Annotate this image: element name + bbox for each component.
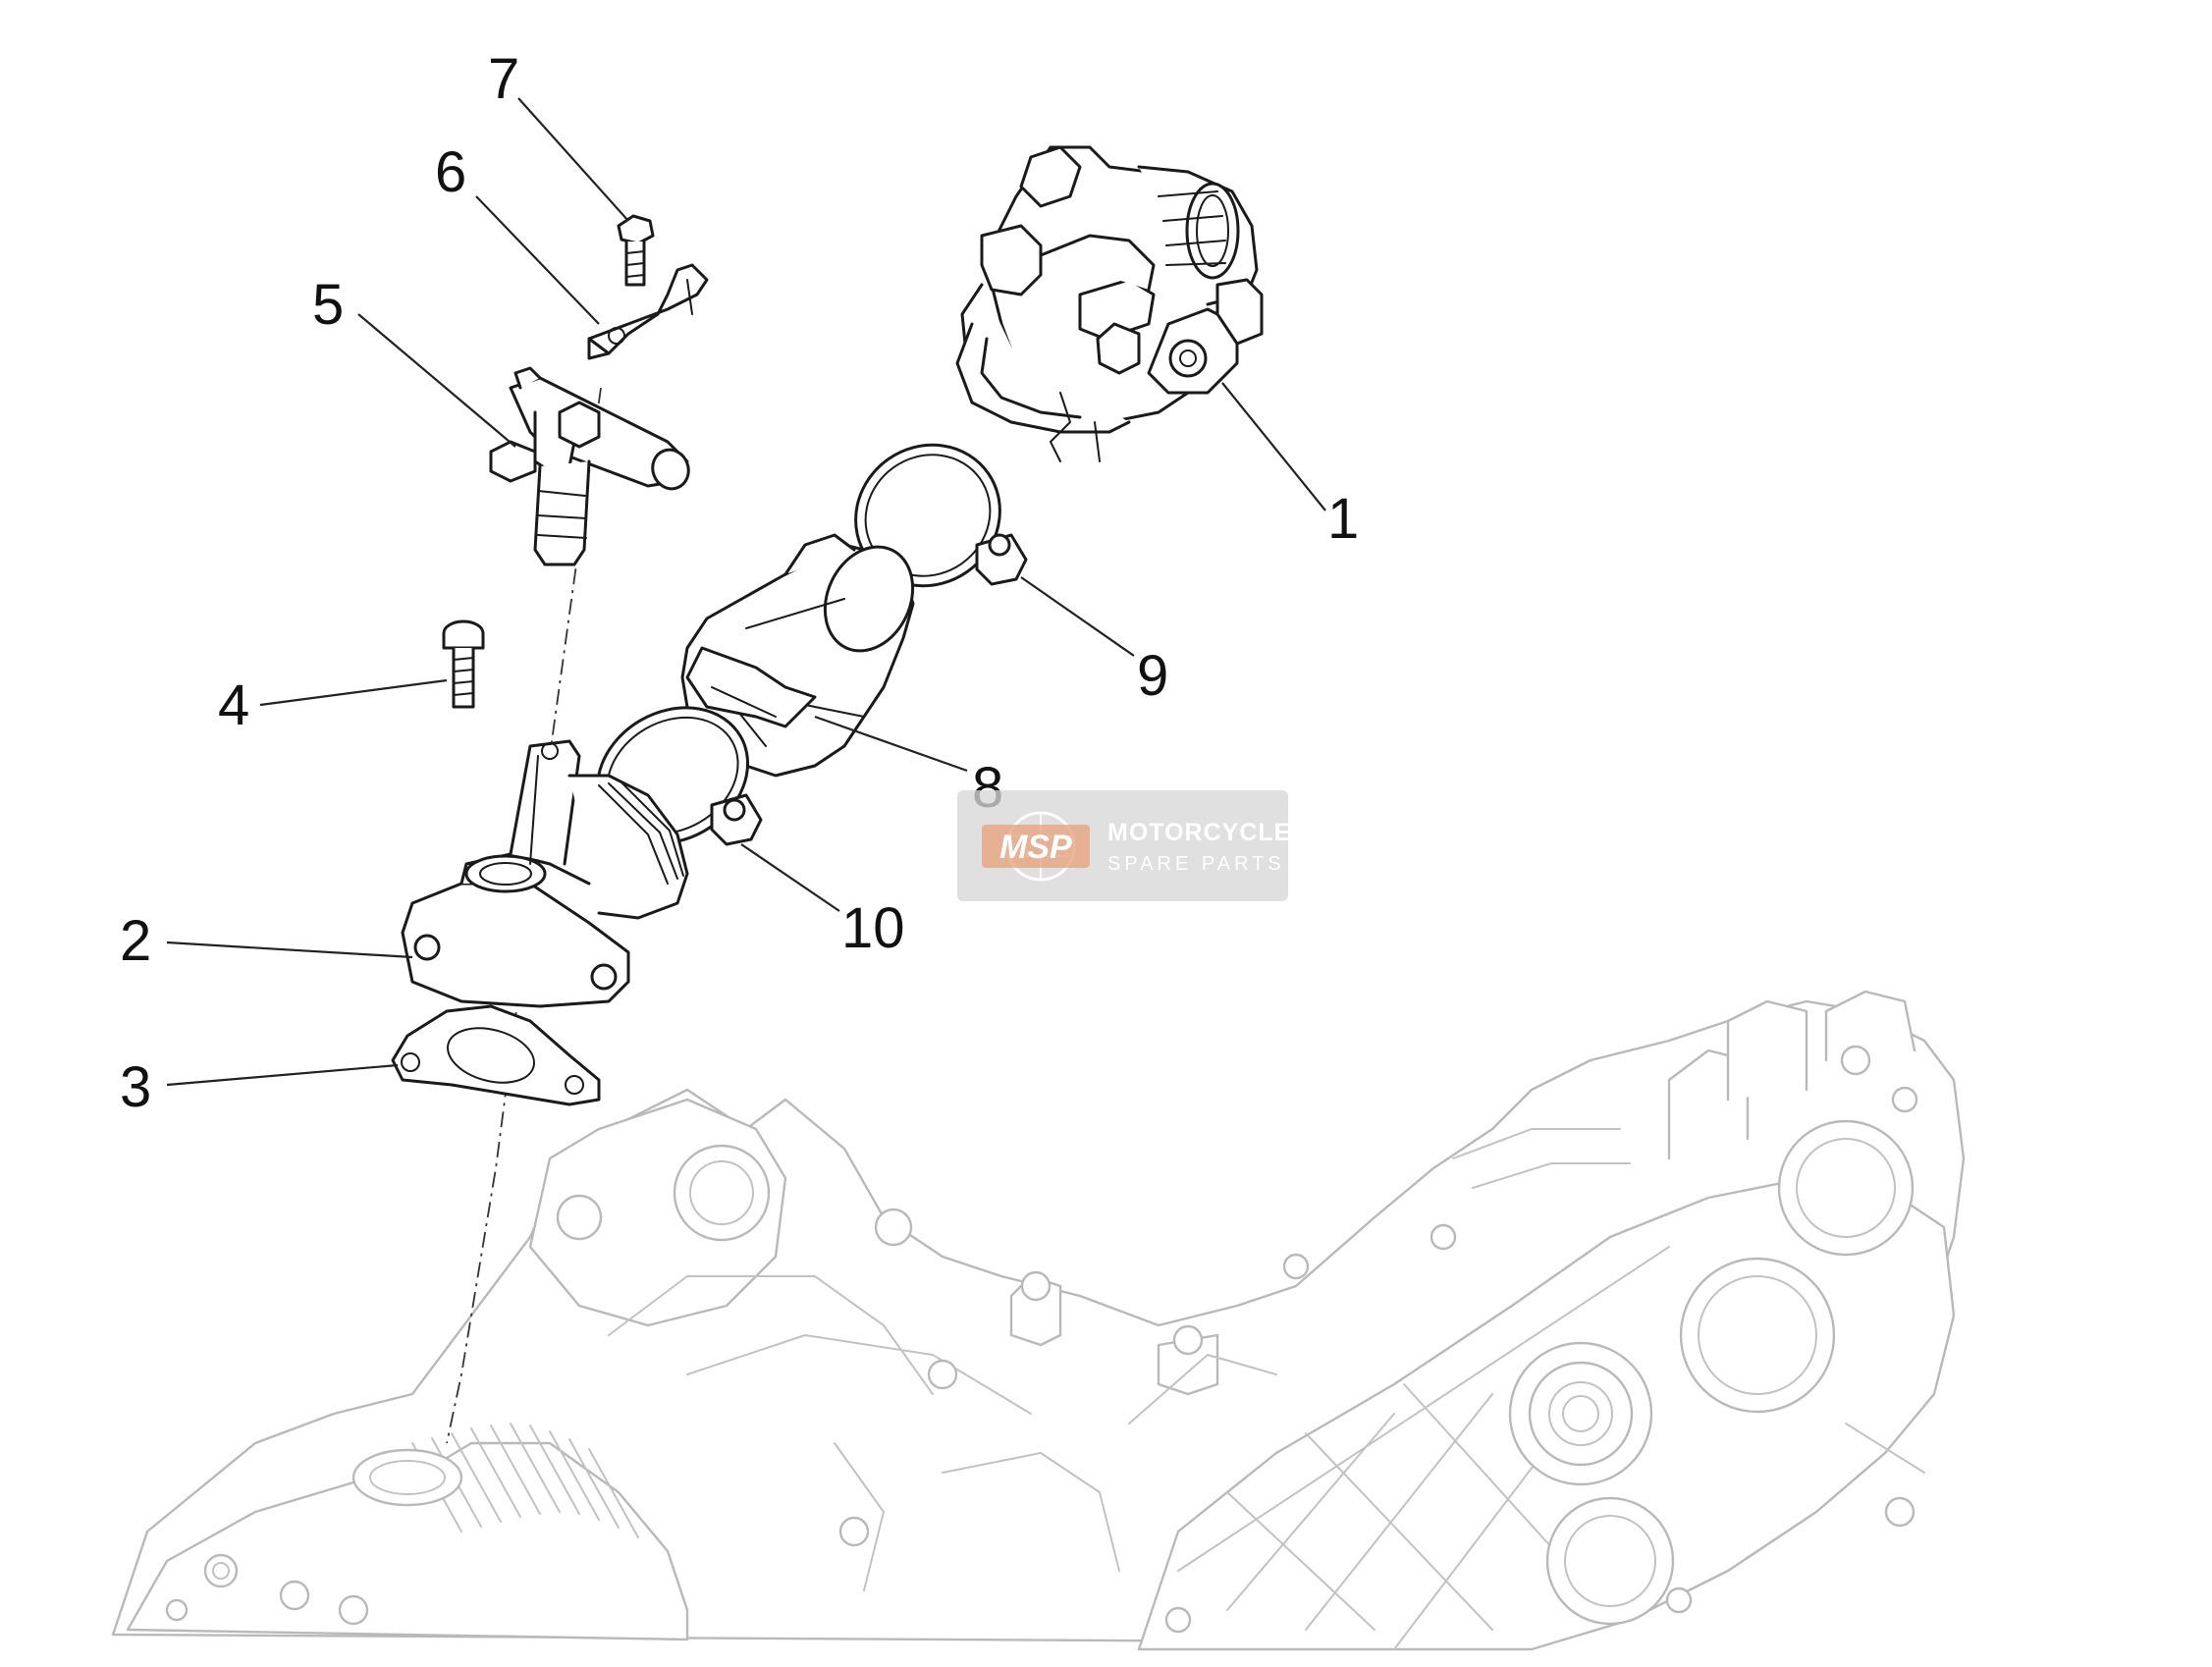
mounting-bolt <box>442 619 485 709</box>
callout-2: 2 <box>120 909 151 973</box>
callout-labels: 1 2 3 4 5 6 7 8 9 10 <box>120 47 1359 1119</box>
leader-2 <box>166 941 413 959</box>
leader-6 <box>475 195 600 325</box>
leader-8 <box>814 715 968 773</box>
watermark-logo-text: MSP <box>999 829 1072 866</box>
leader-1 <box>1221 382 1326 511</box>
callout-3: 3 <box>120 1055 151 1119</box>
throttle-body <box>955 145 1264 462</box>
watermark-logo: MSP <box>982 811 1090 882</box>
intake-manifold <box>401 739 689 1008</box>
callout-6: 6 <box>435 140 466 204</box>
watermark: MSP MOTORCYCLE SPARE PARTS <box>957 790 1291 901</box>
engine-crankcase <box>111 990 1966 1651</box>
leader-5 <box>357 313 516 448</box>
bracket-screw <box>617 214 655 287</box>
callout-9: 9 <box>1137 644 1168 708</box>
watermark-title: MOTORCYCLE <box>1107 819 1291 846</box>
callout-10: 10 <box>841 896 905 960</box>
leader-4 <box>259 678 448 707</box>
callout-5: 5 <box>312 273 344 337</box>
callout-4: 4 <box>218 673 249 737</box>
leader-10 <box>740 843 840 912</box>
intake-sleeve <box>680 533 915 778</box>
injector-bracket <box>587 263 709 360</box>
callout-7: 7 <box>488 47 519 111</box>
leader-9 <box>1020 576 1135 657</box>
watermark-subtitle: SPARE PARTS <box>1107 853 1285 875</box>
leader-lines <box>166 97 1326 1087</box>
callout-1: 1 <box>1327 487 1359 551</box>
leader-3 <box>166 1063 399 1087</box>
intake-gasket <box>391 1004 601 1106</box>
leader-7 <box>517 97 629 222</box>
fuel-injector <box>489 366 690 566</box>
